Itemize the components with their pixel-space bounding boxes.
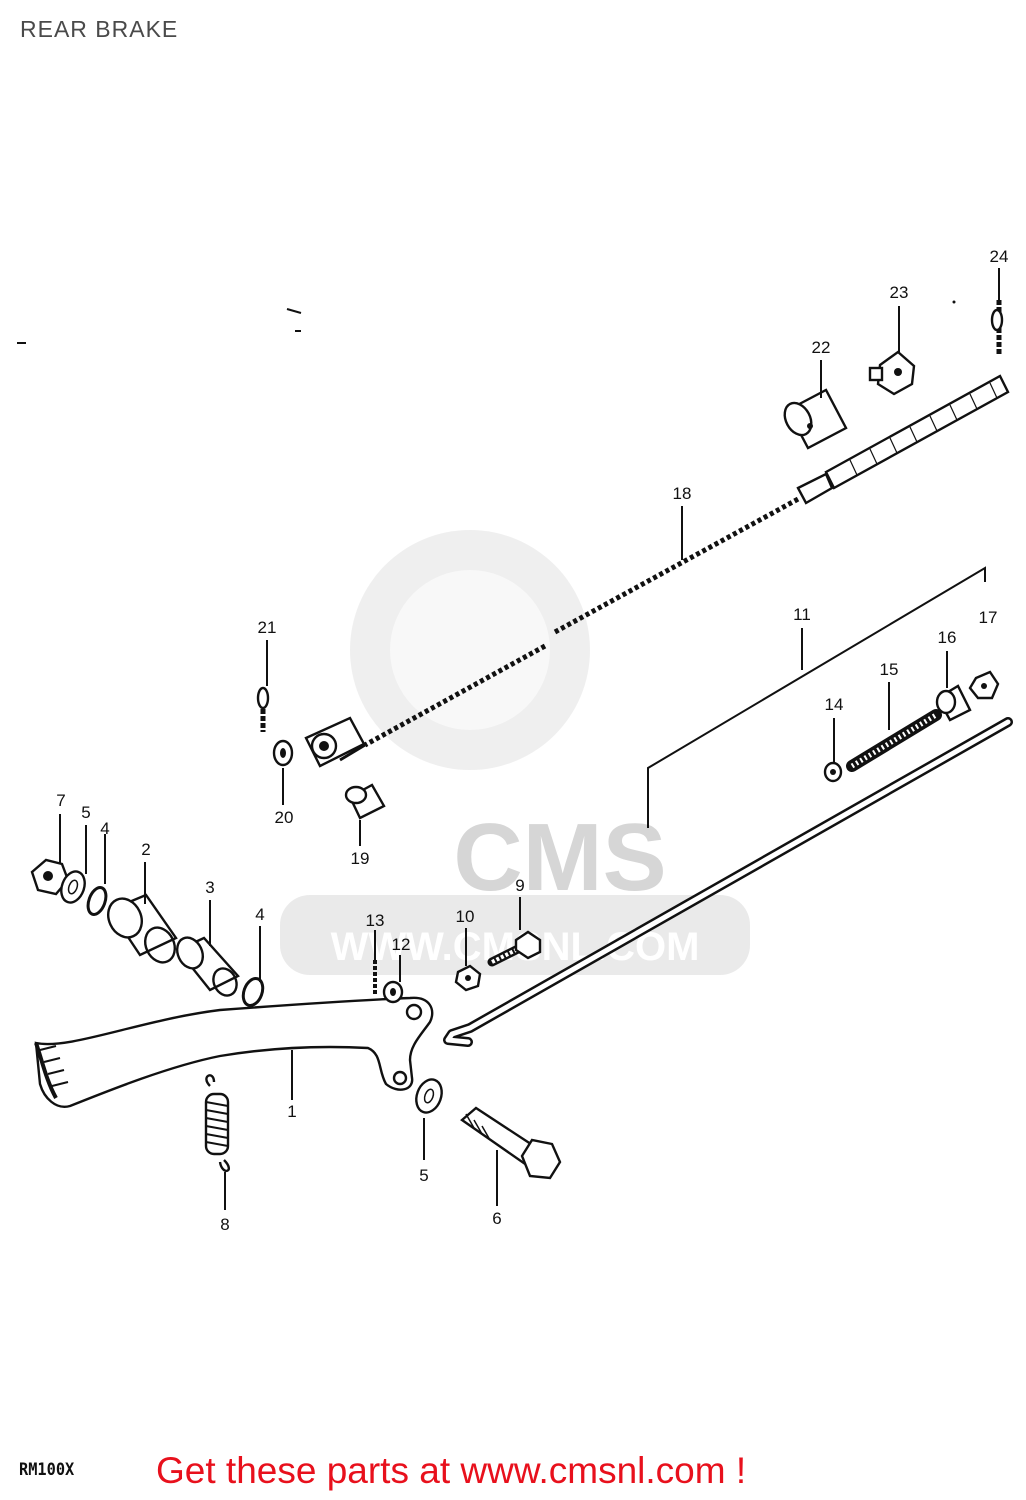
- part-1-brake-pedal: [34, 996, 434, 1108]
- callout-15: 15: [880, 660, 899, 679]
- callout-17: 17: [979, 608, 998, 627]
- part-4-o-ring-upper: [86, 886, 108, 916]
- callout-6: 6: [492, 1209, 501, 1228]
- part-2-bush: [107, 893, 178, 964]
- cable-clevis: [304, 716, 366, 768]
- part-5-washer-lower: [415, 1078, 443, 1114]
- callout-13: 13: [366, 911, 385, 930]
- part-22-cable-joint: [783, 388, 848, 450]
- callout-11: 11: [793, 605, 811, 624]
- callout-21: 21: [258, 618, 277, 637]
- callout-10: 10: [456, 907, 475, 926]
- part-19-clevis-pin: [344, 783, 386, 820]
- part-23-adjuster-nut: [868, 350, 916, 396]
- part-4-o-ring-lower: [241, 976, 265, 1008]
- part-6-pivot-bolt: [460, 1106, 562, 1180]
- callout-19: 19: [351, 849, 370, 868]
- part-14-nut: [823, 761, 843, 783]
- part-12-washer: [382, 980, 404, 1004]
- part-8-return-spring: [204, 1074, 230, 1172]
- callout-4-lower: 4: [255, 905, 264, 924]
- callout-12: 12: [392, 935, 411, 954]
- callout-7: 7: [56, 791, 65, 810]
- brake-cable: [339, 374, 1010, 762]
- callout-1: 1: [287, 1102, 296, 1121]
- callout-8: 8: [220, 1215, 229, 1234]
- part-15-spring: [846, 709, 942, 772]
- part-5-washer-upper: [60, 870, 86, 904]
- leader-lines: [59, 268, 1000, 1210]
- part-10-nut: [454, 964, 482, 992]
- part-17-nut: [968, 670, 1000, 700]
- watermark-url-banner: [280, 895, 750, 975]
- callout-24: 24: [990, 247, 1009, 266]
- callout-23: 23: [890, 283, 909, 302]
- page-title: REAR BRAKE: [20, 16, 179, 42]
- callout-2: 2: [141, 840, 150, 859]
- part-20-washer: [272, 739, 294, 767]
- callout-9: 9: [515, 876, 524, 895]
- part-24-cotter-pin: [990, 300, 1004, 354]
- callout-20: 20: [275, 808, 294, 827]
- callout-labels: 24 23 22 18 11 17 16 15 14 21 20 19 7 5 …: [56, 247, 1008, 1234]
- callout-14: 14: [825, 695, 844, 714]
- callout-4-upper: 4: [100, 819, 109, 838]
- watermark-logo: CMS: [453, 804, 666, 911]
- stray-marks: [17, 300, 956, 344]
- callout-18: 18: [673, 484, 692, 503]
- model-code: RM100X: [19, 1460, 75, 1480]
- callout-5-upper: 5: [81, 803, 90, 822]
- part-21-cotter-pin: [256, 686, 270, 732]
- callout-16: 16: [938, 628, 957, 647]
- part-3-sleeve: [175, 936, 240, 997]
- part-9-bolt: [487, 930, 542, 967]
- brake-rod: [443, 717, 1013, 1047]
- callout-22: 22: [812, 338, 831, 357]
- promo-link[interactable]: Get these parts at www.cmsnl.com !: [156, 1450, 747, 1491]
- callout-5-lower: 5: [419, 1166, 428, 1185]
- bracket-11: [647, 566, 986, 828]
- part-16-spacer: [935, 684, 972, 722]
- parts-diagram: CMS WWW.CMSNL.COM: [17, 247, 1013, 1234]
- callout-3: 3: [205, 878, 214, 897]
